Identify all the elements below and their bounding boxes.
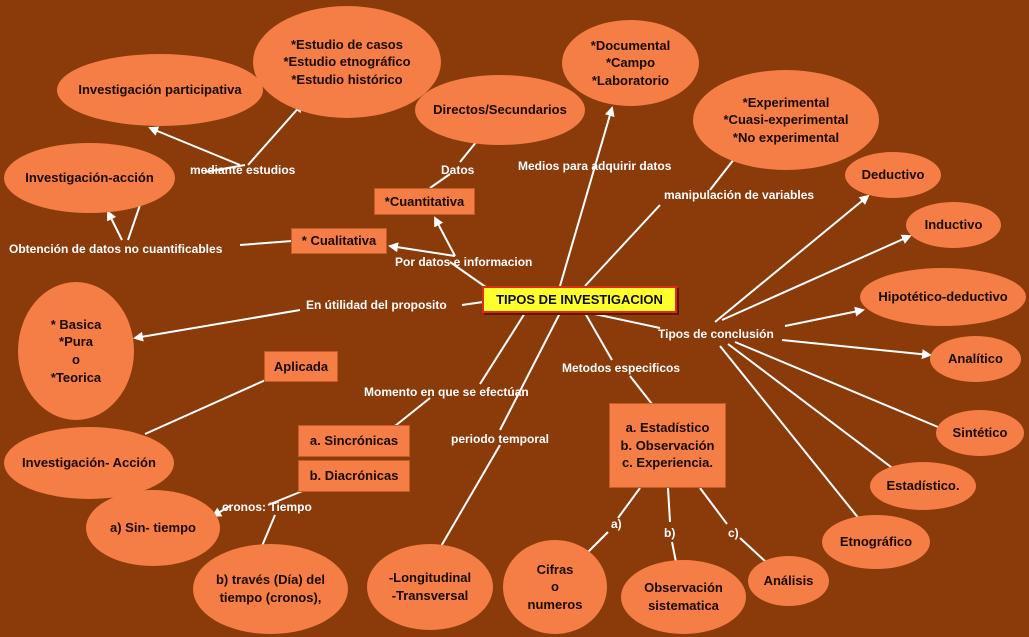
node-cuantitativa: *Cuantitativa [374,188,475,215]
connector-line [721,234,912,321]
node-tipos-de-investigacion: TIPOS DE INVESTIGACION [482,286,677,313]
connector-line [589,312,661,329]
connector-line [144,377,271,435]
label-por-datos: Por datos e informacion [395,255,533,269]
connector-line [394,397,431,427]
node-estadistico: Estadístico. [870,462,976,510]
connector-line [587,531,609,553]
connector-line [247,102,304,166]
label-mediante-estudios: mediante estudios [190,163,296,177]
connector-line [584,312,613,361]
connector-line [671,541,677,563]
connector-line [267,489,306,506]
label-a: a) [611,517,622,531]
label-utilidad: En útilidad del proposito [306,298,447,312]
node-longitudinal: -Longitudinal -Transversal [367,544,493,630]
connector-line [584,204,661,287]
connector-line [204,164,246,173]
connector-line [261,514,276,547]
label-c: c) [728,526,739,540]
node-etnografico: Etnográfico [822,515,930,569]
node-investigacion-participativa: Investigación participativa [57,54,263,126]
node-sincronicas: a. Sincrónicas [298,425,410,457]
label-datos: Datos [441,163,475,177]
connector-line [239,240,293,246]
connector-line [107,210,123,241]
label-obtencion: Obtención de datos no cuantificables [9,242,223,256]
label-momento: Momento en que se efectúan [364,385,529,399]
label-metodos: Metodos especificos [562,361,681,375]
node-cualitativa: * Cualitativa [291,228,387,254]
node-diacronicas: b. Diacrónicas [298,460,410,492]
node-sintetico: Sintético [936,410,1024,456]
label-b: b) [664,526,676,540]
node-observacion-sistematica: Observación sistematica [621,560,746,634]
connector-line [434,216,456,257]
connector-line [719,345,861,521]
node-metodos-box: a. Estadístico b. Observación c. Experie… [609,403,726,488]
label-cronos: cronos: Tiempo [222,500,312,514]
connector-line [781,339,932,360]
connector-line [667,487,671,523]
node-inductivo: Inductivo [906,202,1001,248]
label-medios: Medios para adquirir datos [518,159,672,173]
node-experimental: *Experimental *Cuasi-experimental *No ex… [693,70,879,170]
connector-line [133,309,301,342]
connector-line [499,312,561,431]
node-aplicada: Aplicada [264,351,338,382]
connector-line [449,261,491,291]
node-hipotetico-deductivo: Hipotético-deductivo [860,268,1026,326]
node-basica: * Basica *Pura o *Teorica [18,282,134,420]
node-directos-secundarios: Directos/Secundarios [415,75,585,145]
connector-line [388,242,456,257]
connector-line [734,341,939,428]
node-sin-tiempo: a) Sin- tiempo [86,490,220,566]
connector-line [439,444,501,549]
connector-line [629,375,653,405]
connector-line [479,312,526,385]
node-analisis: Análisis [748,556,829,606]
node-analitico: Analítico [930,336,1021,382]
node-documental: *Documental *Campo *Laboratorio [562,20,699,106]
node-investigacion-accion-2: Investigación- Acción [4,427,174,499]
connector-line [559,106,615,287]
node-cifras: Cifras o numeros [503,540,607,634]
connector-line [461,301,484,306]
connector-line [784,306,865,327]
connector-line [617,487,641,519]
label-manipulacion: manipulación de variables [664,188,815,202]
connector-line [727,343,896,471]
node-deductivo: Deductivo [845,152,941,198]
connector-line [429,173,451,189]
node-a-traves-del-tiempo: b) través (Día) del tiempo (cronos), [193,544,348,634]
connector-line [699,487,728,525]
label-periodo: periodo temporal [451,432,550,446]
label-tipos-conclusion: Tipos de conclusión [658,327,774,341]
connector-line [739,537,767,563]
connector-line [127,204,141,241]
node-investigacion-accion: Investigación-acción [4,143,175,213]
connector-line [714,194,870,323]
node-estudios: *Estudio de casos *Estudio etnográfico *… [253,6,441,118]
connector-line [148,126,241,166]
